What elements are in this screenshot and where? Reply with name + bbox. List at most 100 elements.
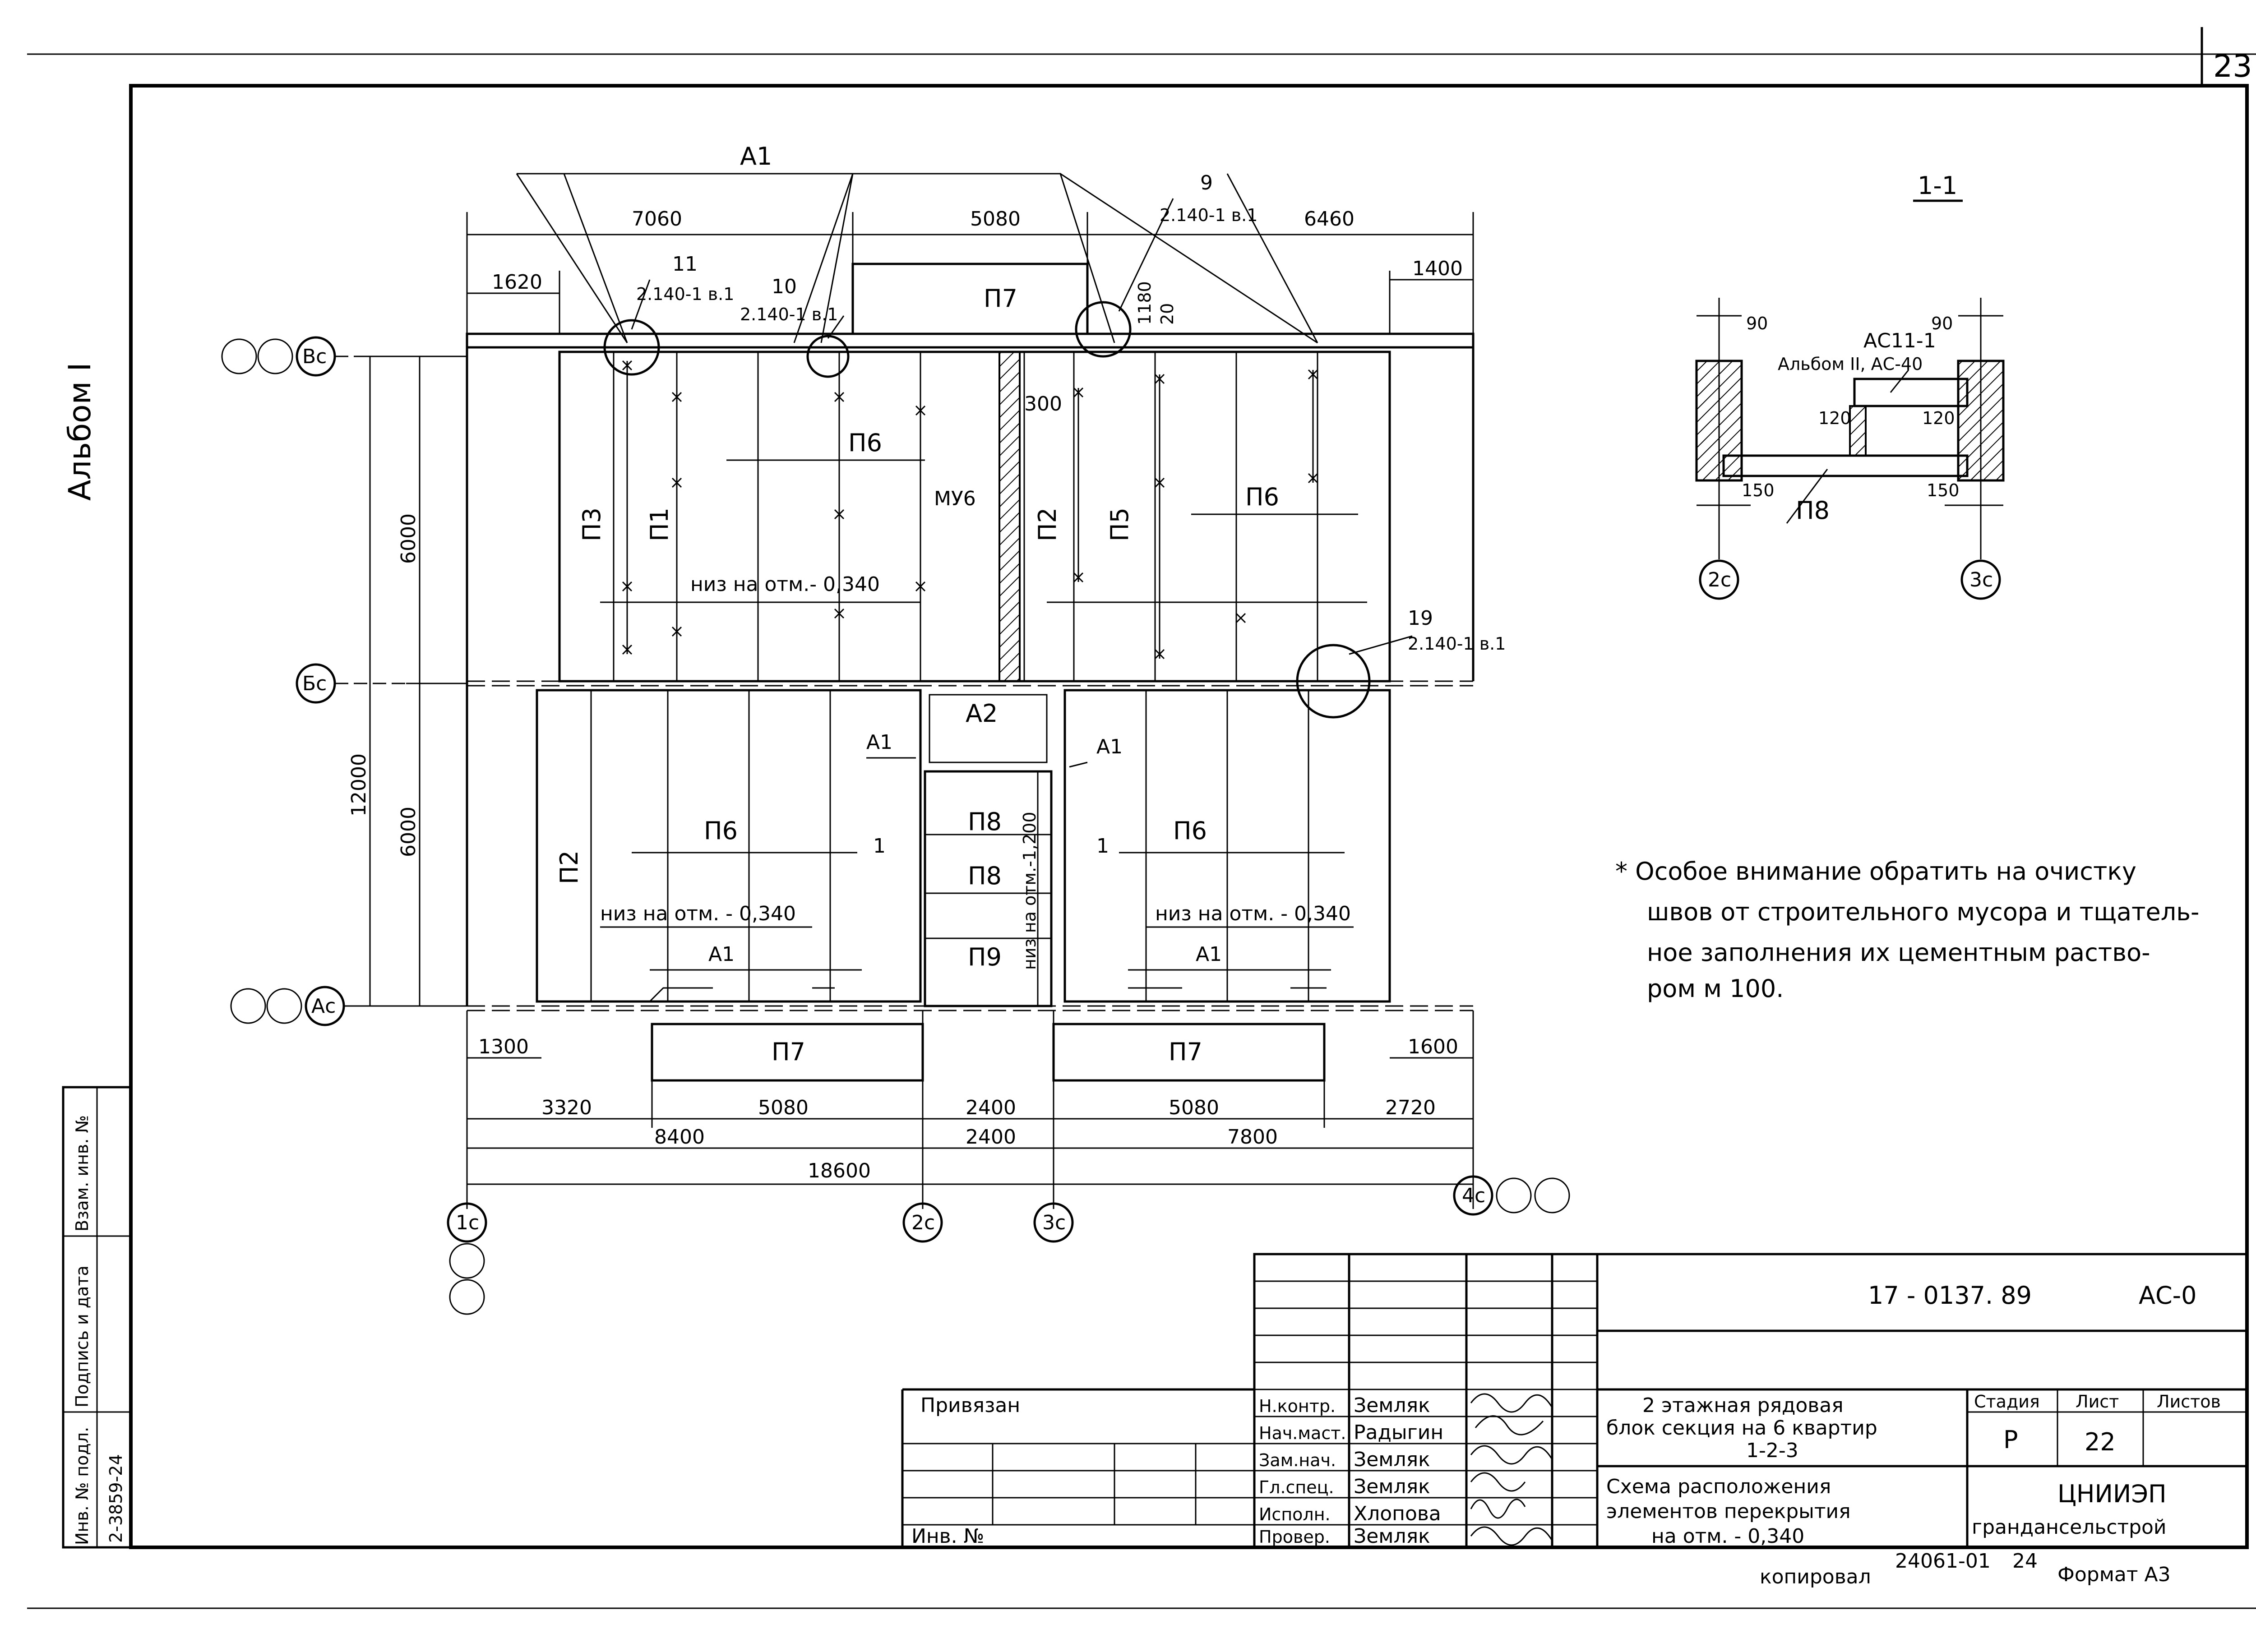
stamp-bound-label: Привязан xyxy=(920,1394,1020,1417)
callout-11-ref: 2.140-1 в.1 xyxy=(636,284,734,304)
section-axis-2s: 2с xyxy=(1708,568,1731,591)
sheet-value: 22 xyxy=(2085,1428,2116,1456)
org-name-2: грандансельстрой xyxy=(1972,1516,2167,1539)
slab-p6-top-left: П6 xyxy=(848,429,882,457)
stair-p8-lower: П8 xyxy=(968,862,1002,890)
stage-value: Р xyxy=(2003,1426,2018,1454)
floor-plan xyxy=(466,173,1475,1082)
left-dim-total: 12000 xyxy=(347,753,370,817)
section-dim-150-left: 150 xyxy=(1742,480,1775,500)
section-ref-sub: Альбом II, АС-40 xyxy=(1778,354,1923,374)
axis-row-as: Ас xyxy=(311,995,336,1018)
sheet-title-3: на отм. - 0,340 xyxy=(1651,1525,1804,1548)
stamp-role-4: Гл.спец. xyxy=(1259,1477,1334,1497)
lintel-p7-top: П7 xyxy=(984,284,1017,313)
note-line-1: * Особое внимание обратить на очистку xyxy=(1615,857,2136,886)
note-line-3: ное заполнения их цементным раство- xyxy=(1647,938,2150,967)
bottom-dimension-lines xyxy=(466,1011,1474,1209)
a1-mid-left: А1 xyxy=(866,731,892,754)
mu6-strip xyxy=(999,351,1021,682)
mu6-label: МУ6 xyxy=(934,487,976,510)
stamp-name-4: Земляк xyxy=(1354,1475,1430,1498)
slab-p6-bottom-left: П6 xyxy=(704,817,738,845)
axis-col-3s: 3с xyxy=(1042,1211,1066,1234)
side-stamp xyxy=(62,1086,132,1549)
note-low-right: низ на отм. - 0,340 xyxy=(1155,902,1351,925)
stamp-role-3: Зам.нач. xyxy=(1259,1450,1336,1470)
callout-19-num: 19 xyxy=(1408,607,1433,630)
a2-label: А2 xyxy=(966,699,998,728)
bottom-dim-2400-a: 2400 xyxy=(966,1096,1016,1119)
axis-markers xyxy=(221,336,1570,1315)
corner-sheet-number: 23 xyxy=(2213,49,2252,84)
section-1-1 xyxy=(1695,298,2005,600)
axis-col-2s: 2с xyxy=(911,1211,935,1234)
stamp-name-5: Хлопова xyxy=(1354,1502,1441,1525)
callout-9-num: 9 xyxy=(1200,171,1213,194)
section-mark-right: 1 xyxy=(1096,835,1109,858)
stamp-role-2: Нач.маст. xyxy=(1259,1423,1346,1443)
note-low-left: низ на отм. - 0,340 xyxy=(600,902,796,925)
axis-row-bs: Бс xyxy=(302,672,327,695)
section-title: 1-1 xyxy=(1918,171,1957,200)
album-label: Альбом I xyxy=(62,362,98,501)
axis-col-4s: 4с xyxy=(1462,1184,1485,1207)
top-dim-middle: 5080 xyxy=(970,208,1021,231)
lintel-p7-bottom-left: П7 xyxy=(772,1038,805,1066)
callout-circle-19 xyxy=(1296,644,1371,719)
sheet-title-2: элементов перекрытия xyxy=(1606,1500,1851,1523)
section-axis-3s: 3с xyxy=(1969,568,1993,591)
side-stamp-inv-label: Инв. № подл. xyxy=(72,1427,92,1545)
copied-label: копировал xyxy=(1760,1565,1871,1588)
stamp-name-6: Земляк xyxy=(1354,1525,1430,1548)
slab-p2-bottom: П2 xyxy=(555,850,583,884)
top-dim-left: 7060 xyxy=(632,208,682,231)
callout-19-ref: 2.140-1 в.1 xyxy=(1408,634,1506,654)
section-element-p8: П8 xyxy=(1796,496,1830,525)
signature-2 xyxy=(1475,1415,1544,1435)
title-block xyxy=(901,1253,2248,1549)
sheet-label: Лист xyxy=(2076,1392,2119,1412)
side-stamp-signature-label: Подпись и дата xyxy=(72,1265,92,1407)
dim-1180: 1180 xyxy=(1135,281,1155,325)
bottom-dim-2400-b: 2400 xyxy=(966,1126,1016,1149)
top-sub-dim-left: 1620 xyxy=(492,271,542,294)
stamp-name-3: Земляк xyxy=(1354,1448,1430,1471)
stair-p9: П9 xyxy=(968,943,1002,971)
stamp-role-6: Провер. xyxy=(1259,1527,1330,1547)
callout-9-ref: 2.140-1 в.1 xyxy=(1160,205,1257,225)
left-dim-lower: 6000 xyxy=(397,807,420,857)
axis-row-vs: Вс xyxy=(302,345,327,368)
lintel-p7-bottom-right: П7 xyxy=(1169,1038,1202,1066)
sheet-frame xyxy=(27,27,2256,1609)
callout-10-num: 10 xyxy=(772,275,797,298)
copied-sheet: 24 xyxy=(2012,1550,2038,1573)
project-title-3: 1-2-3 xyxy=(1746,1439,1798,1462)
top-dimension-lines xyxy=(466,212,1474,334)
copied-code: 24061-01 xyxy=(1895,1550,1991,1573)
note-line-4: ром м 100. xyxy=(1647,974,1784,1003)
left-dimension-lines xyxy=(356,355,467,1007)
stamp-name-1: Земляк xyxy=(1354,1394,1430,1417)
slab-p5: П5 xyxy=(1105,508,1134,541)
bottom-dim-5080-right: 5080 xyxy=(1169,1096,1219,1119)
slab-p2-top: П2 xyxy=(1033,508,1062,541)
bottom-dim-7800: 7800 xyxy=(1227,1126,1278,1149)
section-dim-90-left: 90 xyxy=(1746,314,1768,333)
dim-300: 300 xyxy=(1024,392,1062,415)
stage-label: Стадия xyxy=(1974,1392,2040,1412)
signature-1 xyxy=(1470,1393,1553,1413)
sheets-label: Листов xyxy=(2157,1392,2221,1412)
bottom-dim-8400: 8400 xyxy=(654,1126,705,1149)
bottom-dim-5080-left: 5080 xyxy=(758,1096,809,1119)
a1-low-left: А1 xyxy=(708,943,735,966)
org-name-1: ЦНИИЭП xyxy=(2057,1480,2167,1508)
section-dim-120-right: 120 xyxy=(1922,408,1955,428)
sheet-title-1: Схема расположения xyxy=(1606,1475,1831,1498)
format-label: Формат А3 xyxy=(2057,1563,2171,1586)
slab-p1: П1 xyxy=(645,508,674,541)
note-line-2: швов от строительного мусора и тщатель- xyxy=(1647,898,2200,926)
bottom-dim-1300: 1300 xyxy=(478,1035,529,1058)
a1-top-label: А1 xyxy=(740,142,772,171)
